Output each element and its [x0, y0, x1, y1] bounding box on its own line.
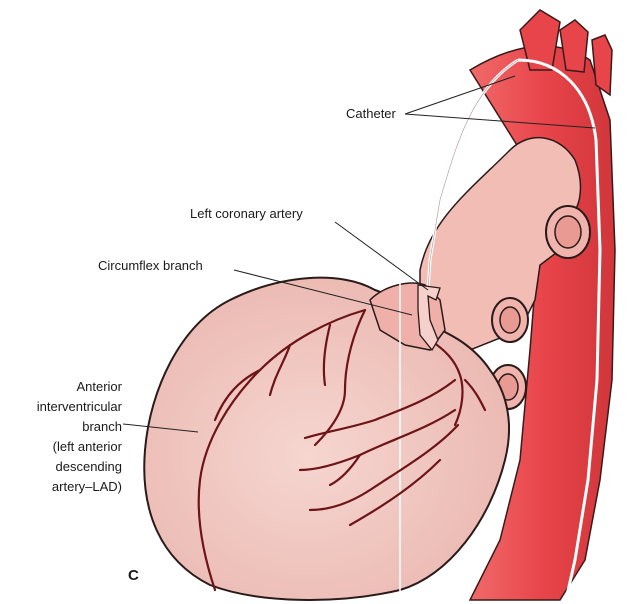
anterior-line-3: branch [82, 419, 122, 434]
catheter-label: Catheter [346, 106, 397, 121]
circumflex-branch-label: Circumflex branch [98, 258, 203, 273]
left-coronary-artery-label: Left coronary artery [190, 206, 303, 221]
anterior-line-5: descending [56, 459, 123, 474]
anterior-line-2: interventricular [37, 399, 123, 414]
anterior-line-6: artery–LAD) [52, 479, 122, 494]
anterior-line-1: Anterior [76, 379, 122, 394]
anterior-line-4: (left anterior [53, 439, 123, 454]
anterior-interventricular-label: Anterior interventricular branch (left a… [37, 379, 123, 494]
panel-letter: C [128, 567, 139, 584]
